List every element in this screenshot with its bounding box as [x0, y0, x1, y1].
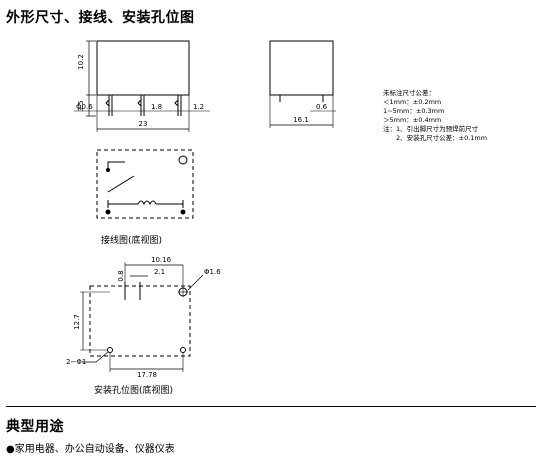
mounting-caption: 安装孔位图(底视图)	[94, 384, 173, 396]
hole-small	[180, 347, 186, 353]
usage-line: ●家用电器、办公自动设备、仪器仪表	[6, 440, 175, 455]
note-line: 2、安装孔尺寸公差：±0.1mm	[396, 133, 487, 142]
dim-10-16: 10.16	[151, 256, 172, 264]
dim-pitch-a: 1.8	[151, 103, 162, 111]
bullet-icon: ●	[6, 444, 15, 455]
relay-body-side	[269, 40, 334, 96]
note-line: 1~5mm：±0.3mm	[383, 107, 444, 115]
tolerance-notes: 未标注尺寸公差： ＜1mm：±0.2mm 1~5mm：±0.3mm ＞5mm：±…	[383, 88, 487, 142]
side-view	[269, 40, 336, 128]
note-line: ＜1mm：±0.2mm	[383, 98, 441, 106]
hole-small	[107, 347, 113, 353]
note-line: ＞5mm：±0.4mm	[383, 116, 441, 124]
dim-pitch-b: 1.2	[193, 103, 204, 111]
front-view	[74, 40, 210, 132]
usage-text: 家用电器、办公自动设备、仪器仪表	[14, 444, 175, 455]
section-divider	[6, 406, 536, 407]
dim-hole-dia: Φ1.6	[204, 268, 221, 276]
wiring-diagram	[96, 149, 194, 219]
no-terminal-circle	[178, 155, 188, 165]
switch-arm	[107, 175, 135, 193]
dim-small-holes: 2−Φ1	[66, 358, 86, 366]
dim-12-7: 12.7	[73, 314, 81, 330]
dim-width: 23	[139, 120, 148, 128]
dim-0-8: 0.8	[117, 270, 125, 281]
dim-pin-offset: 0.6	[316, 103, 328, 111]
note-line: 未标注尺寸公差：	[383, 88, 435, 97]
note-line: 注：1、引出脚尺寸为预焊前尺寸	[383, 124, 479, 133]
dim-depth: 16.1	[293, 116, 309, 124]
dim-height-top: 10.2	[77, 54, 85, 70]
dim-2-1: 2.1	[154, 268, 165, 276]
relay-body-front	[96, 40, 190, 96]
coil-symbol	[137, 200, 157, 206]
wiring-caption: 接线图(底视图)	[101, 234, 162, 246]
section-title-dimensions: 外形尺寸、接线、安装孔位图	[6, 10, 195, 26]
dim-height-pin: 3.5	[77, 100, 85, 111]
dim-pin-dia: Φ0.6	[76, 103, 93, 111]
mounting-diagram	[80, 262, 204, 372]
section-title-usage: 典型用途	[6, 419, 64, 435]
wiring-outline	[96, 149, 194, 219]
dim-17-78: 17.78	[137, 371, 157, 379]
contact-nc	[107, 161, 125, 170]
